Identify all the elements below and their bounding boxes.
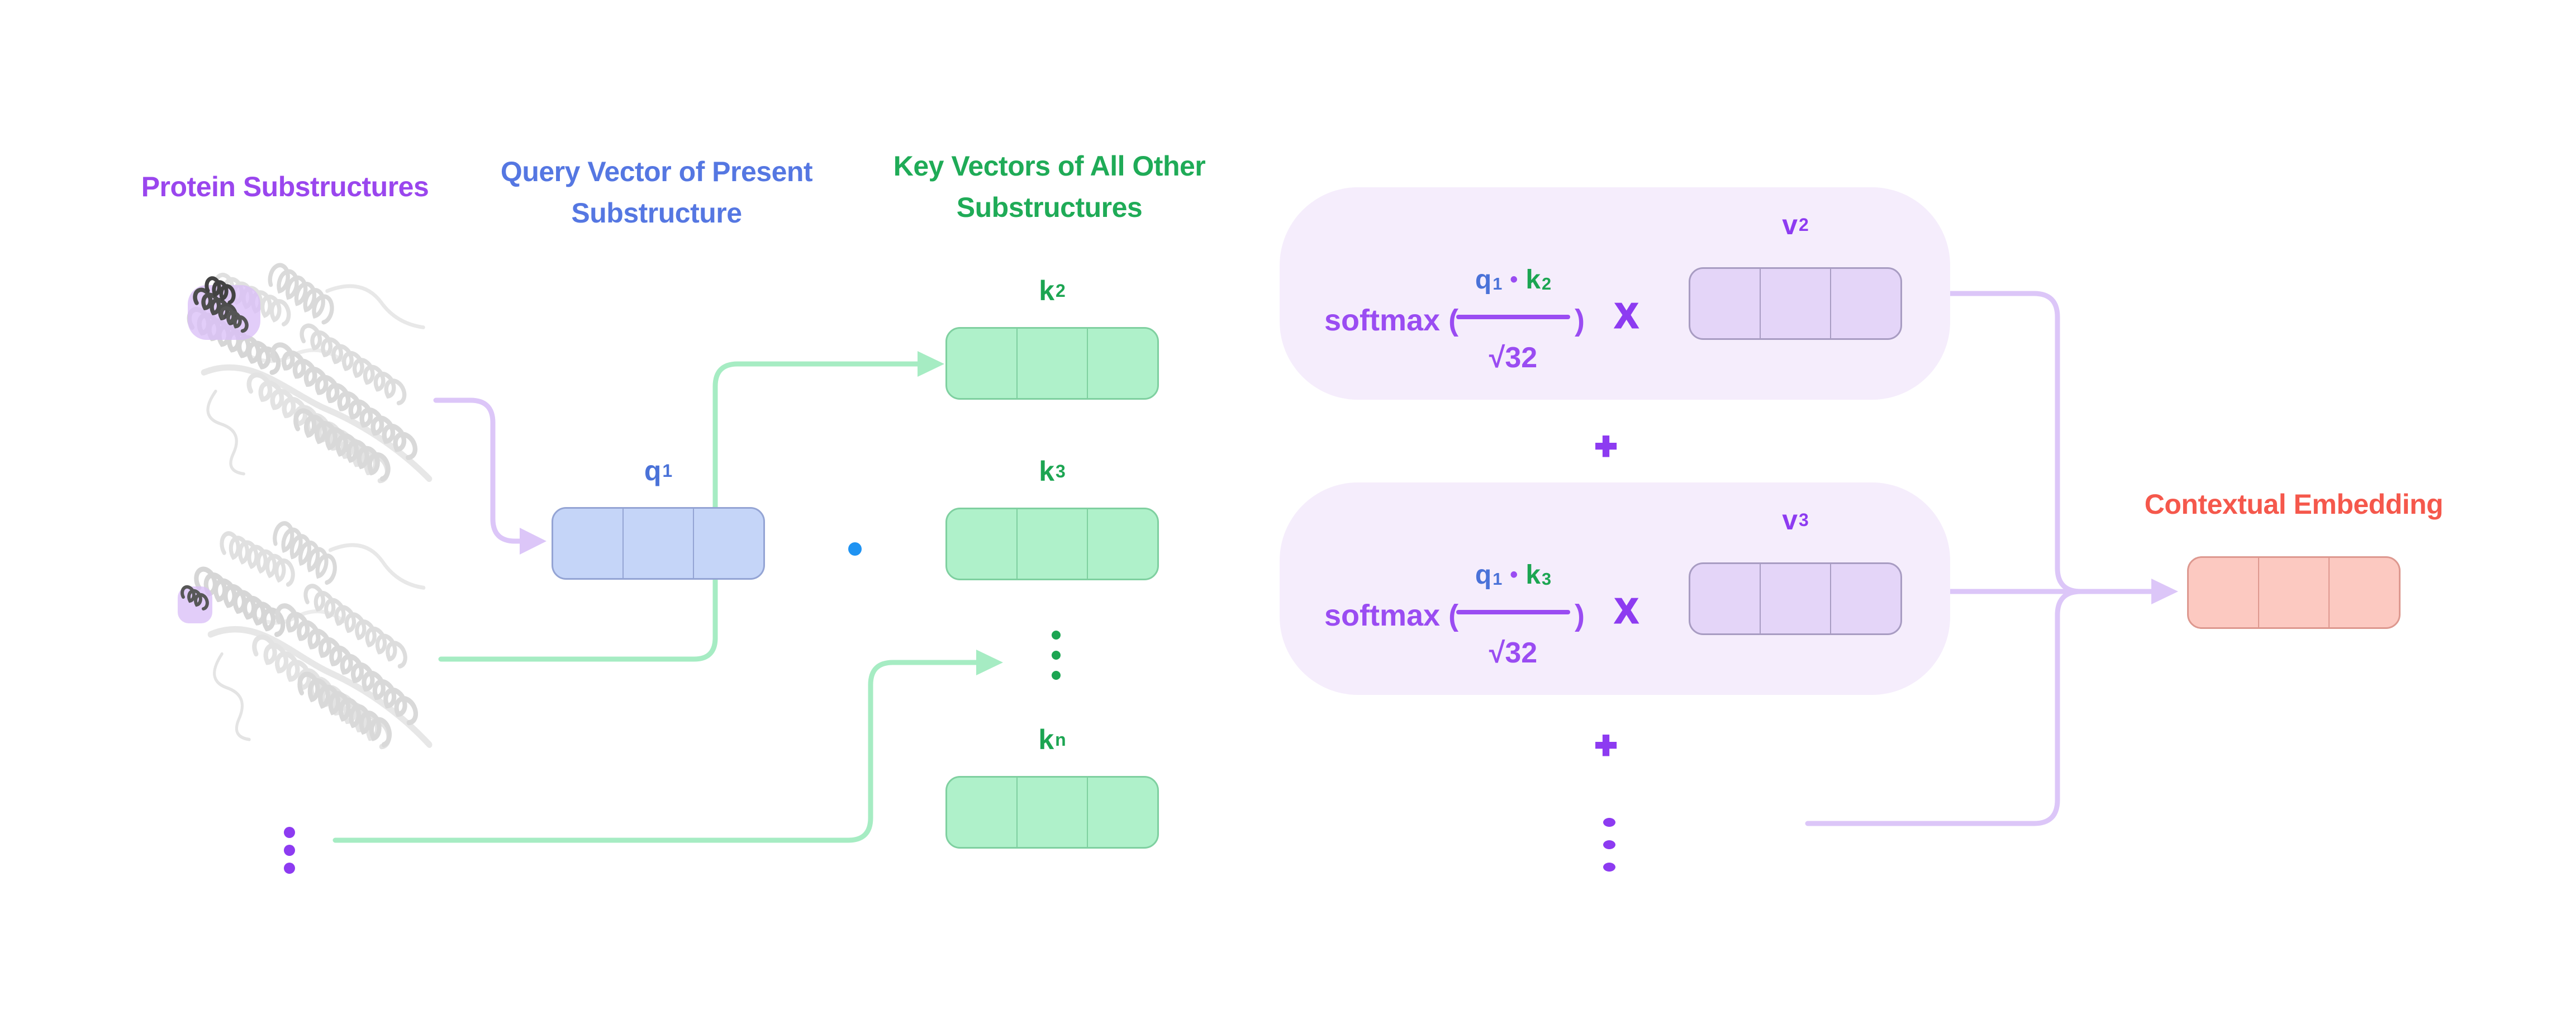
query-vector bbox=[552, 507, 765, 580]
fraction-bar bbox=[1456, 315, 1570, 319]
vector-cell bbox=[1016, 329, 1087, 398]
vector-cell bbox=[1760, 269, 1830, 338]
fraction-numerator-2: q1 • k3 bbox=[1454, 550, 1572, 600]
multiply-operator-1: X bbox=[1614, 296, 1638, 336]
vector-cell bbox=[622, 509, 693, 578]
key-label-sub: 2 bbox=[1056, 280, 1066, 301]
vector-cell bbox=[1760, 564, 1830, 633]
query-column-title-line2: Substructure bbox=[571, 197, 742, 229]
key-label-sub: n bbox=[1055, 729, 1066, 750]
softmax-open-1: softmax ( bbox=[1324, 304, 1459, 337]
query-column-title-line1: Query Vector of Present bbox=[500, 156, 813, 187]
query-label-sub: 1 bbox=[662, 460, 673, 481]
key-vector-k2 bbox=[945, 327, 1159, 400]
key-projection-arrowhead-others bbox=[976, 650, 1003, 675]
query-projection-arrow bbox=[433, 397, 522, 544]
attention-fraction-1: q1 • k2 √32 bbox=[1454, 254, 1572, 383]
key-label-base: k bbox=[1039, 456, 1054, 487]
query-projection-arrowhead bbox=[520, 528, 546, 555]
dark-substructure-1 bbox=[193, 276, 249, 333]
query-label-base: q bbox=[644, 455, 662, 486]
vector-cell bbox=[1087, 329, 1157, 398]
contextual-embedding-vector bbox=[2187, 556, 2401, 629]
close-paren-2: ) bbox=[1575, 599, 1585, 632]
fraction-bar bbox=[1456, 610, 1570, 614]
sum-connector-more-terms bbox=[1805, 589, 2084, 826]
substructure-highlight-1 bbox=[188, 285, 260, 340]
dark-substructure-2 bbox=[180, 585, 209, 610]
value-vector-v3 bbox=[1689, 562, 1902, 635]
dot-product-icon: • bbox=[1510, 267, 1518, 292]
fraction-denominator-1: √32 bbox=[1489, 342, 1538, 374]
vector-cell bbox=[553, 509, 622, 578]
plus-operator-2: + bbox=[1594, 723, 1618, 767]
vector-cell bbox=[693, 509, 763, 578]
key-projection-arrow-others bbox=[332, 660, 979, 843]
value-label-sub: 2 bbox=[1799, 214, 1809, 235]
key-vector-kn bbox=[945, 776, 1159, 849]
vector-cell bbox=[2189, 558, 2258, 627]
value-label-base: v bbox=[1782, 504, 1798, 536]
vector-cell bbox=[2258, 558, 2328, 627]
vector-cell bbox=[1830, 269, 1900, 338]
attention-fraction-2: q1 • k3 √32 bbox=[1454, 550, 1572, 678]
plus-operator-1: + bbox=[1594, 424, 1618, 468]
vector-cell bbox=[1016, 509, 1087, 579]
numerator-k: k2 bbox=[1525, 264, 1552, 295]
sum-connector-term-1 bbox=[1947, 291, 2084, 594]
dot-product-icon: • bbox=[1510, 562, 1518, 587]
multiply-operator-2: X bbox=[1614, 591, 1638, 631]
vector-cell bbox=[1690, 564, 1760, 633]
key-label-base: k bbox=[1039, 275, 1054, 306]
numerator-k: k3 bbox=[1525, 560, 1552, 590]
vector-cell bbox=[1016, 778, 1087, 847]
keys-column-title: Key Vectors of All Other Substructures bbox=[882, 145, 1217, 228]
numerator-q: q1 bbox=[1475, 264, 1503, 295]
keys-column-title-line2: Substructures bbox=[956, 192, 1143, 223]
protein-ellipsis-dots bbox=[284, 827, 295, 874]
key-ellipsis-dots bbox=[1052, 631, 1061, 680]
key-vector-k3 bbox=[945, 508, 1159, 580]
proteins-column-title: Protein Substructures bbox=[141, 171, 429, 202]
vector-cell bbox=[947, 509, 1016, 579]
output-title: Contextual Embedding bbox=[2144, 489, 2444, 520]
vector-cell bbox=[1087, 509, 1157, 579]
query-key-separator-dot bbox=[848, 542, 862, 556]
key-label-sub: 3 bbox=[1056, 461, 1066, 481]
value-label-base: v bbox=[1782, 209, 1798, 240]
fraction-numerator-1: q1 • k2 bbox=[1454, 254, 1572, 305]
close-paren-1: ) bbox=[1575, 304, 1585, 337]
vector-cell bbox=[2328, 558, 2399, 627]
vector-cell bbox=[1087, 778, 1157, 847]
key-label-base: k bbox=[1038, 724, 1054, 755]
softmax-open-2: softmax ( bbox=[1324, 599, 1459, 632]
keys-column-title-line1: Key Vectors of All Other bbox=[893, 150, 1206, 182]
value-label-sub: 3 bbox=[1799, 509, 1809, 530]
terms-ellipsis-dots bbox=[1603, 818, 1615, 872]
sum-arrowhead bbox=[2151, 579, 2178, 604]
query-column-title: Query Vector of Present Substructure bbox=[489, 151, 824, 234]
vector-cell bbox=[947, 778, 1016, 847]
value-vector-v2 bbox=[1689, 267, 1902, 340]
key-projection-arrowhead-k2 bbox=[918, 351, 944, 377]
protein-structure-2 bbox=[196, 523, 429, 746]
numerator-q: q1 bbox=[1475, 560, 1503, 590]
fraction-denominator-2: √32 bbox=[1489, 637, 1538, 669]
vector-cell bbox=[1690, 269, 1760, 338]
vector-cell bbox=[947, 329, 1016, 398]
sum-connectors bbox=[1805, 291, 2154, 826]
vector-cell bbox=[1830, 564, 1900, 633]
